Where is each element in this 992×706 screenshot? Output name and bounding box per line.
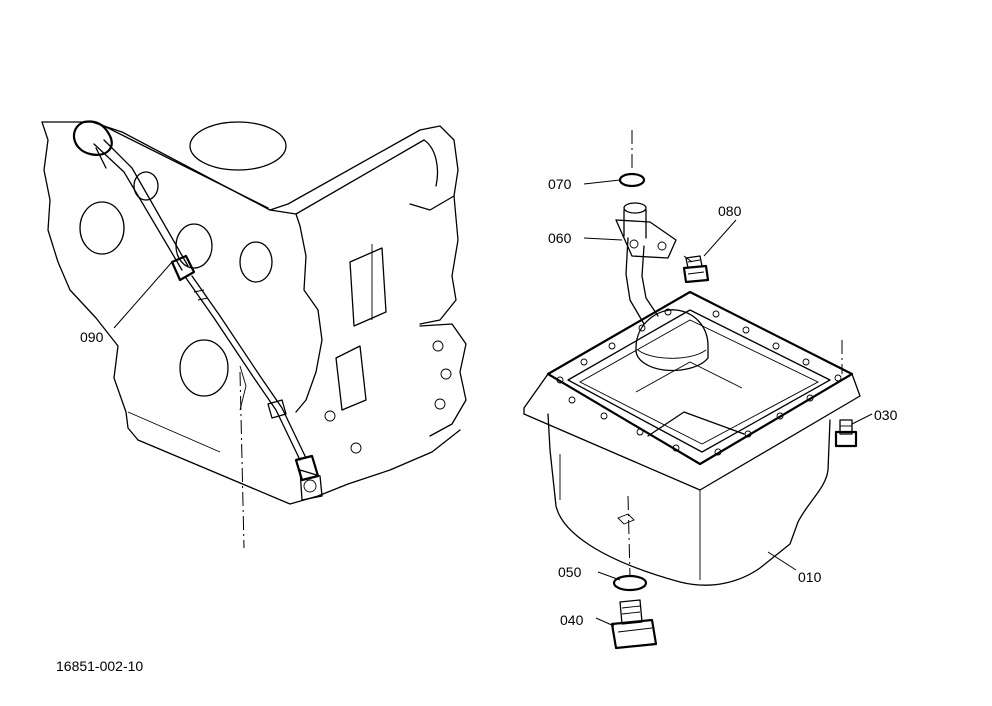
centerline-drain <box>627 495 631 577</box>
callout-090: 090 <box>80 329 104 345</box>
flange-bolt-holes <box>556 308 842 456</box>
centerline-block <box>239 371 245 549</box>
engine-block <box>41 121 467 505</box>
drawing-number: 16851-002-10 <box>56 658 144 674</box>
o-ring <box>618 172 646 188</box>
callout-030: 030 <box>874 407 898 423</box>
callout-050: 050 <box>558 564 582 580</box>
callout-labels: 070 060 080 090 030 050 010 040 <box>80 176 898 628</box>
oil-strainer-pipe <box>615 202 709 372</box>
callout-010: 010 <box>798 569 822 585</box>
callout-070: 070 <box>548 176 572 192</box>
drain-plug <box>610 599 658 650</box>
leader-lines <box>113 179 873 627</box>
callout-060: 060 <box>548 230 572 246</box>
dipstick <box>73 120 320 482</box>
callout-040: 040 <box>560 612 584 628</box>
oil-pan <box>523 290 861 586</box>
bolt-080 <box>682 255 710 284</box>
callout-080: 080 <box>718 203 742 219</box>
washer <box>612 574 648 592</box>
bolt-030 <box>834 340 858 448</box>
